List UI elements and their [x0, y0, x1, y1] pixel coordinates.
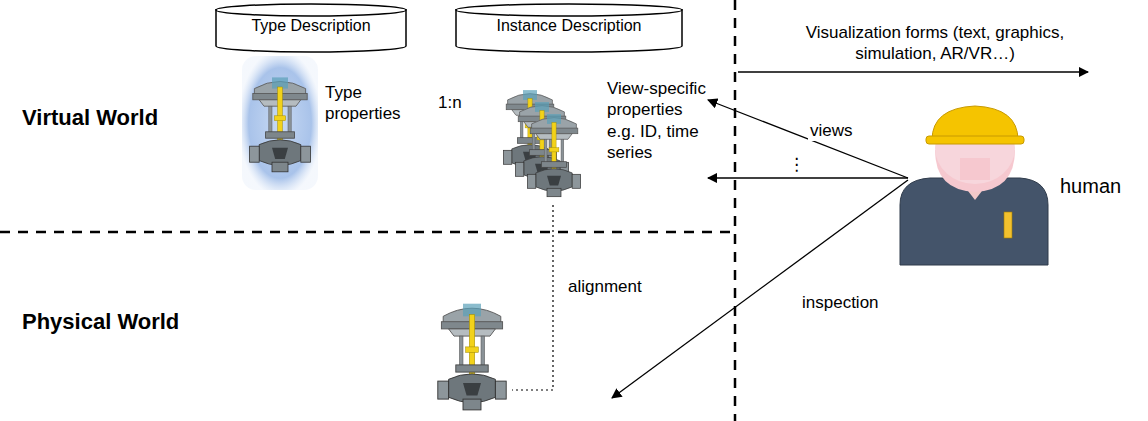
database-cylinder: Instance Description: [455, 3, 683, 53]
human-label: human: [1060, 174, 1121, 199]
arrow-label: inspection: [800, 292, 881, 313]
cylinder-label: Instance Description: [455, 17, 683, 35]
arrow-label: views: [808, 120, 855, 141]
instance-properties-label: View-specific properties e.g. ID, time s…: [607, 78, 711, 163]
region-label: Virtual World: [22, 104, 158, 132]
visualization-label: Visualization forms (text, graphics, sim…: [770, 22, 1100, 65]
type-properties-label: Type properties: [325, 82, 405, 125]
database-cylinder: Type Description: [215, 3, 407, 53]
region-label: Physical World: [22, 308, 179, 336]
alignment-label: alignment: [568, 276, 642, 297]
cardinality-label: 1:n: [438, 92, 462, 113]
ellipsis-label: ⋮: [786, 154, 807, 175]
cylinder-label: Type Description: [215, 17, 407, 35]
